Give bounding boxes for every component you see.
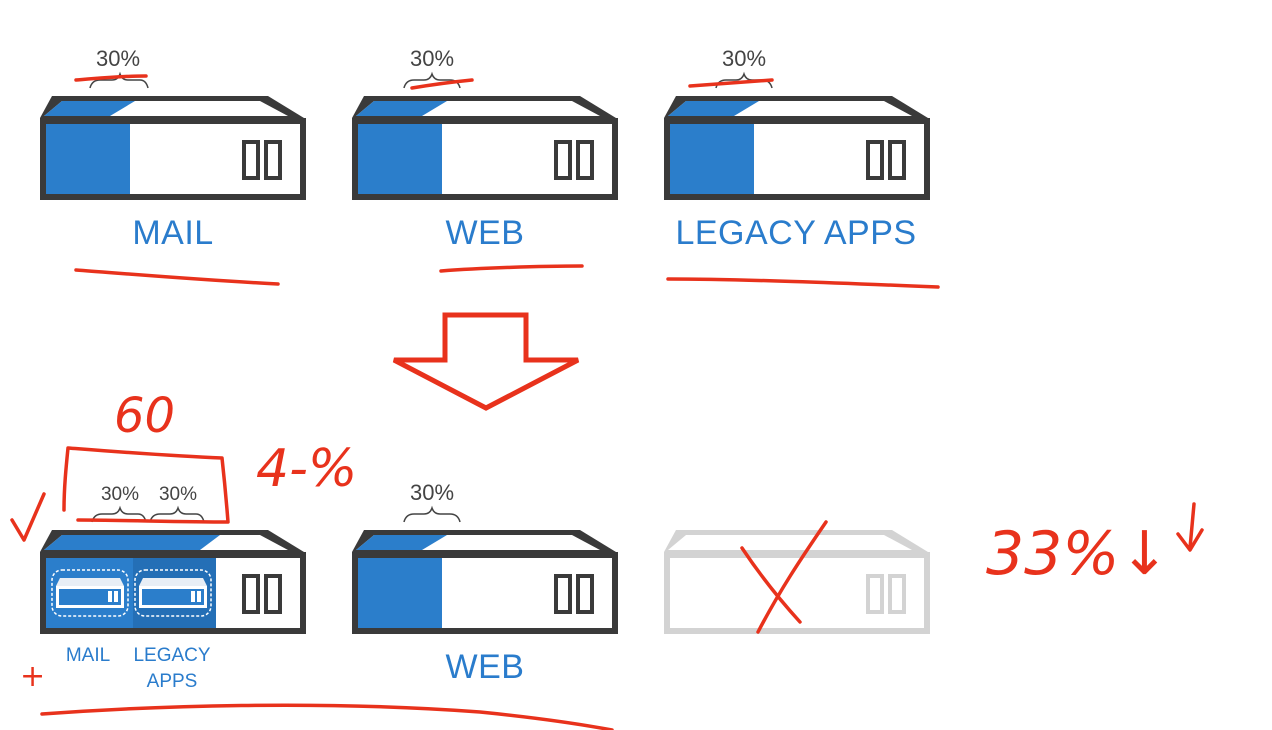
handwritten-sum: 60 [114, 388, 175, 444]
vm-label-mail: MAIL [66, 645, 110, 666]
utilization-legacy: 30% [722, 46, 766, 71]
server-label-mail: MAIL [132, 214, 213, 252]
handwritten-savings: 33%↓ [986, 519, 1170, 589]
brace-consolidated-b [149, 505, 205, 523]
vm-mail-icon [51, 569, 129, 617]
vm-legacy-icon [134, 569, 212, 617]
brace-consolidated-a [91, 505, 147, 523]
handwritten-plus: + [20, 659, 45, 694]
server-label-web: WEB [446, 214, 525, 252]
server-label-web-bottom: WEB [446, 648, 525, 686]
vm-label-legacy-line2: APPS [147, 671, 198, 692]
down-arrow-icon [392, 312, 580, 411]
utilization-web: 30% [410, 46, 454, 71]
brace-web-bottom [403, 505, 461, 523]
server-web-bottom [350, 528, 620, 636]
server-label-legacy: LEGACY APPS [675, 214, 916, 252]
handwritten-result: 4-% [256, 439, 357, 499]
utilization-web-bottom: 30% [410, 480, 454, 505]
server-legacy-apps [662, 94, 932, 202]
utilization-consolidated-a: 30% [101, 484, 139, 505]
server-consolidated [38, 528, 308, 636]
server-web [350, 94, 620, 202]
utilization-mail: 30% [96, 46, 140, 71]
server-mail [38, 94, 308, 202]
brace-mail [89, 71, 149, 89]
handwritten-annotations [10, 74, 1204, 730]
utilization-consolidated-b: 30% [159, 484, 197, 505]
vm-label-legacy-line1: LEGACY [133, 645, 210, 666]
